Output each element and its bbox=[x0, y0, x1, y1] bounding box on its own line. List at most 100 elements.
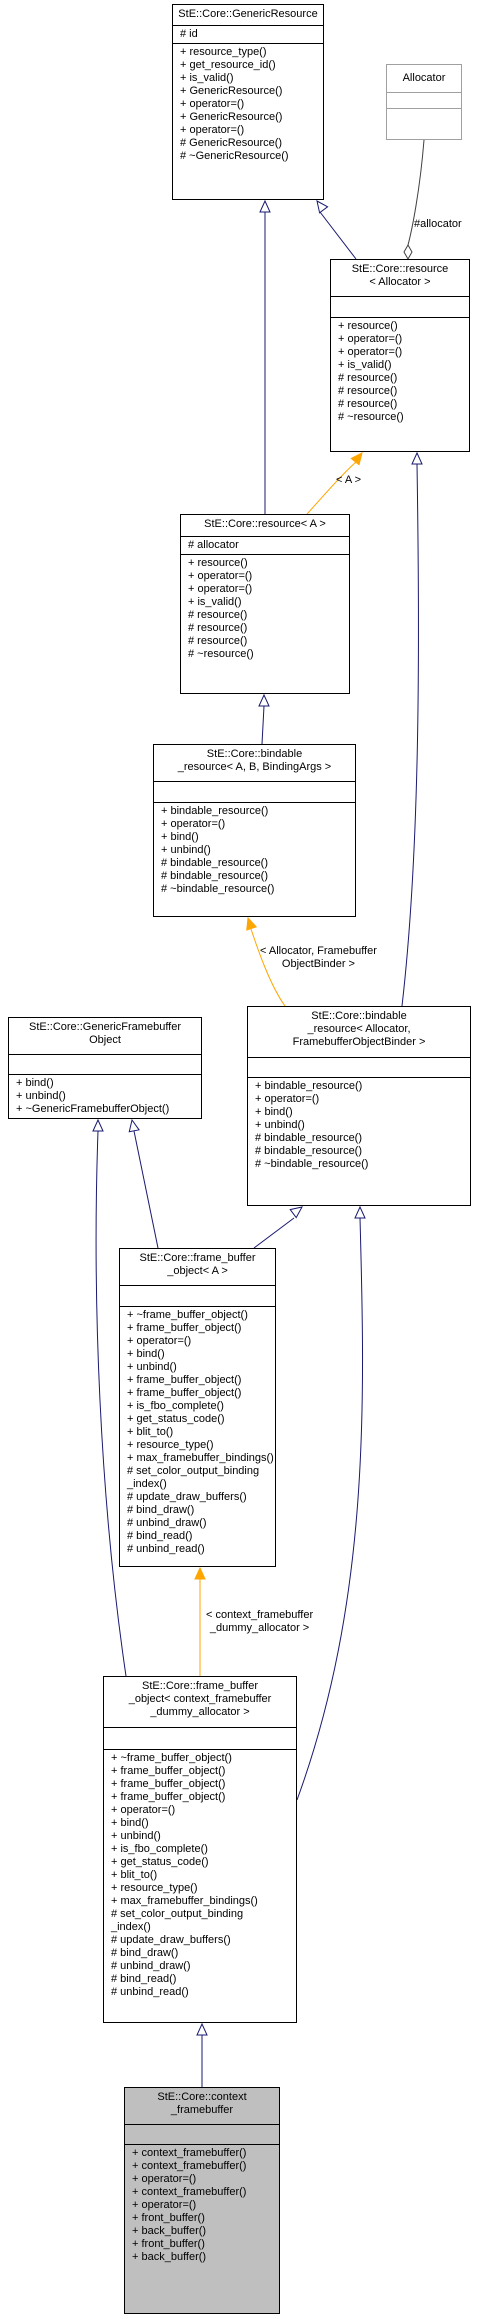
class-method: + is_fbo_complete() bbox=[111, 1843, 208, 1855]
template-arrow bbox=[246, 916, 258, 931]
template-arrow bbox=[350, 452, 363, 466]
class-name-line: Object bbox=[89, 1034, 121, 1046]
class-name-line: StE::Core::frame_buffer bbox=[142, 1680, 258, 1692]
class-attributes bbox=[9, 1054, 201, 1074]
class-method: + bind() bbox=[111, 1817, 149, 1829]
class-method: + frame_buffer_object() bbox=[111, 1765, 226, 1777]
inherit-arrow bbox=[411, 451, 423, 465]
class-name-line: _resource< Allocator, bbox=[307, 1023, 411, 1035]
class-method: # bind_draw() bbox=[127, 1504, 195, 1516]
class-method: # ~resource() bbox=[188, 648, 254, 660]
class-method: + blit_to() bbox=[111, 1869, 158, 1881]
class-method: + GenericResource() bbox=[180, 111, 283, 123]
class-title: Allocator bbox=[387, 65, 461, 92]
class-generic-resource[interactable]: StE::Core::GenericResource # id + resour… bbox=[172, 4, 324, 200]
class-method: + context_framebuffer() bbox=[132, 2186, 247, 2198]
class-method: + ~frame_buffer_object() bbox=[127, 1309, 248, 1321]
class-allocator[interactable]: Allocator bbox=[386, 64, 462, 140]
class-attributes: # id bbox=[173, 25, 323, 43]
class-method: + bind() bbox=[127, 1348, 165, 1360]
class-method: # ~bindable_resource() bbox=[255, 1158, 369, 1170]
class-method: # resource() bbox=[188, 635, 248, 647]
class-method: + front_buffer() bbox=[132, 2212, 205, 2224]
class-method: # resource() bbox=[338, 385, 398, 397]
class-method: # unbind_read() bbox=[111, 1986, 189, 1998]
class-method: + frame_buffer_object() bbox=[127, 1374, 242, 1386]
class-method: # resource() bbox=[338, 398, 398, 410]
class-attributes bbox=[125, 2124, 279, 2144]
class-attributes bbox=[248, 1057, 470, 1077]
class-name-line: Allocator bbox=[402, 72, 446, 84]
class-methods: + context_framebuffer()+ context_framebu… bbox=[125, 2144, 279, 2266]
class-method: + frame_buffer_object() bbox=[111, 1778, 226, 1790]
template-edge bbox=[306, 461, 357, 515]
class-method: # bindable_resource() bbox=[255, 1145, 363, 1157]
class-method: # bind_read() bbox=[111, 1973, 177, 1985]
class-method: + get_status_code() bbox=[127, 1413, 225, 1425]
usage-edge bbox=[407, 139, 425, 246]
inherit-arrow bbox=[354, 1205, 366, 1219]
class-method: # unbind_draw() bbox=[127, 1517, 207, 1529]
class-name-line: < Allocator > bbox=[369, 276, 431, 288]
class-name-line: _object< context_framebuffer bbox=[128, 1693, 272, 1705]
class-method: + unbind() bbox=[127, 1361, 177, 1373]
class-methods: + bindable_resource()+ operator=()+ bind… bbox=[154, 802, 355, 898]
class-method: + max_framebuffer_bindings() bbox=[111, 1895, 258, 1907]
inherit-arrow bbox=[316, 200, 329, 214]
edge-label-line: < Allocator, Framebuffer bbox=[260, 945, 377, 957]
class-frame-buffer-object-context[interactable]: StE::Core::frame_buffer_object< context_… bbox=[103, 1676, 297, 2023]
class-name-line: StE::Core::resource< A > bbox=[204, 518, 326, 530]
class-method: + bind() bbox=[16, 1077, 54, 1089]
class-method: # bind_draw() bbox=[111, 1947, 179, 1959]
template-arrow bbox=[194, 1566, 206, 1580]
class-method: + operator=() bbox=[132, 2173, 197, 2185]
class-method: + unbind() bbox=[161, 844, 211, 856]
class-method: + ~frame_buffer_object() bbox=[111, 1752, 232, 1764]
inherit-edge bbox=[133, 1130, 159, 1249]
class-method: + get_resource_id() bbox=[180, 59, 276, 71]
edge-label-allocator: #allocator bbox=[414, 218, 462, 231]
class-method: + operator=() bbox=[338, 346, 403, 358]
class-attributes bbox=[104, 1727, 296, 1749]
class-method: + is_valid() bbox=[180, 72, 234, 84]
class-name-line: _framebuffer bbox=[170, 2104, 234, 2116]
class-method: + resource_type() bbox=[180, 46, 267, 58]
class-method: + operator=() bbox=[188, 583, 253, 595]
class-method: + back_buffer() bbox=[132, 2251, 207, 2263]
class-title: StE::Core::bindable_resource< Allocator,… bbox=[248, 1007, 470, 1057]
class-title: StE::Core::resource< A > bbox=[181, 515, 349, 536]
inherit-arrow bbox=[92, 1118, 104, 1132]
class-method: # update_draw_buffers() bbox=[111, 1934, 231, 1946]
class-method: + frame_buffer_object() bbox=[127, 1387, 242, 1399]
class-context-framebuffer[interactable]: StE::Core::context_framebuffer + context… bbox=[124, 2087, 280, 2314]
class-method: + bind() bbox=[161, 831, 199, 843]
class-method: # unbind_read() bbox=[127, 1543, 205, 1555]
class-method: + is_fbo_complete() bbox=[127, 1400, 224, 1412]
class-methods: + bind()+ unbind()+ ~GenericFramebufferO… bbox=[9, 1074, 201, 1118]
class-bindable-resource-allocator[interactable]: StE::Core::bindable_resource< Allocator,… bbox=[247, 1006, 471, 1206]
class-method: + resource() bbox=[188, 557, 248, 569]
class-method: + operator=() bbox=[338, 333, 403, 345]
class-method: + front_buffer() bbox=[132, 2238, 205, 2250]
class-resource-allocator[interactable]: StE::Core::resource< Allocator > + resou… bbox=[330, 259, 470, 452]
class-method: + frame_buffer_object() bbox=[111, 1791, 226, 1803]
class-method: + resource_type() bbox=[111, 1882, 198, 1894]
class-method: _index() bbox=[127, 1478, 167, 1490]
class-name-line: _dummy_allocator > bbox=[150, 1706, 250, 1718]
class-methods: + ~frame_buffer_object() + frame_buffer_o… bbox=[120, 1306, 275, 1558]
class-method: + GenericResource() bbox=[180, 85, 283, 97]
class-method: + operator=() bbox=[161, 818, 226, 830]
class-frame-buffer-object-a[interactable]: StE::Core::frame_buffer_object< A > + ~f… bbox=[119, 1248, 276, 1567]
class-resource-a[interactable]: StE::Core::resource< A > # allocator + r… bbox=[180, 514, 350, 694]
class-attributes bbox=[154, 781, 355, 802]
aggregation-diamond bbox=[403, 243, 413, 261]
class-bindable-resource-a-b[interactable]: StE::Core::bindable_resource< A, B, Bind… bbox=[153, 744, 356, 917]
class-method: + operator=() bbox=[127, 1335, 192, 1347]
class-method: # bindable_resource() bbox=[161, 870, 269, 882]
class-method: # ~GenericResource() bbox=[180, 150, 289, 162]
class-method: + get_status_code() bbox=[111, 1856, 209, 1868]
class-attributes: # allocator bbox=[181, 536, 349, 554]
class-attributes bbox=[120, 1285, 275, 1306]
edge-label-context-dummy-allocator: < context_framebuffer_dummy_allocator > bbox=[206, 1609, 313, 1635]
